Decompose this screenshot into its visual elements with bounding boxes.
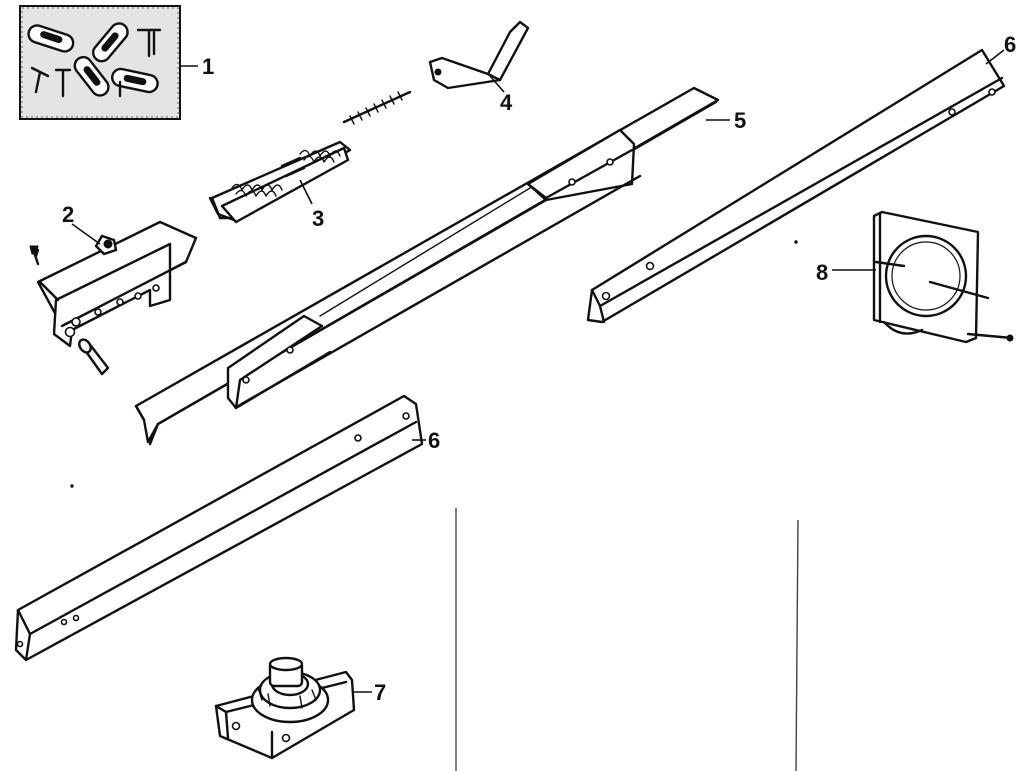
callout-8: 8 bbox=[816, 260, 876, 285]
callout-6-upper-label: 6 bbox=[1004, 32, 1016, 57]
callout-6-lower-label: 6 bbox=[428, 428, 440, 453]
t-pin-icon bbox=[30, 66, 72, 98]
callout-7-label: 7 bbox=[374, 680, 386, 705]
spring-icon bbox=[299, 149, 341, 163]
chain-link-icon bbox=[111, 67, 159, 94]
callout-8-label: 8 bbox=[816, 260, 828, 285]
part-4-bent-arm bbox=[428, 20, 530, 90]
callout-1: 1 bbox=[180, 54, 214, 79]
callout-3: 3 bbox=[299, 179, 324, 231]
part-3-spring-carriage bbox=[208, 90, 412, 224]
part-6-angle-rail-upper bbox=[586, 48, 1006, 324]
callout-5: 5 bbox=[706, 108, 746, 133]
callout-4-label: 4 bbox=[500, 90, 513, 115]
part-2-trolley-bracket bbox=[29, 220, 198, 376]
callout-4: 4 bbox=[489, 75, 513, 115]
callout-2: 2 bbox=[62, 202, 101, 245]
callout-7: 7 bbox=[352, 680, 386, 705]
part-5-rail bbox=[134, 86, 720, 446]
part-1-hardware-bag bbox=[19, 5, 181, 120]
chain-link-icon bbox=[73, 55, 110, 97]
callout-3-label: 3 bbox=[312, 206, 324, 231]
spring-icon bbox=[231, 183, 283, 197]
t-pin-icon bbox=[136, 28, 162, 58]
chain-link-icon bbox=[92, 22, 129, 63]
callout-6-upper: 6 bbox=[985, 32, 1016, 65]
part-6-angle-rail-lower bbox=[14, 394, 424, 662]
callout-5-label: 5 bbox=[734, 108, 746, 133]
divider-lines bbox=[455, 508, 799, 771]
callout-6-lower: 6 bbox=[412, 428, 440, 453]
part-7-pulley-bracket bbox=[214, 656, 356, 760]
callout-1-label: 1 bbox=[202, 54, 214, 79]
chain-link-icon bbox=[27, 24, 75, 53]
callout-2-label: 2 bbox=[62, 202, 74, 227]
part-8-mounting-plate bbox=[872, 210, 1014, 344]
